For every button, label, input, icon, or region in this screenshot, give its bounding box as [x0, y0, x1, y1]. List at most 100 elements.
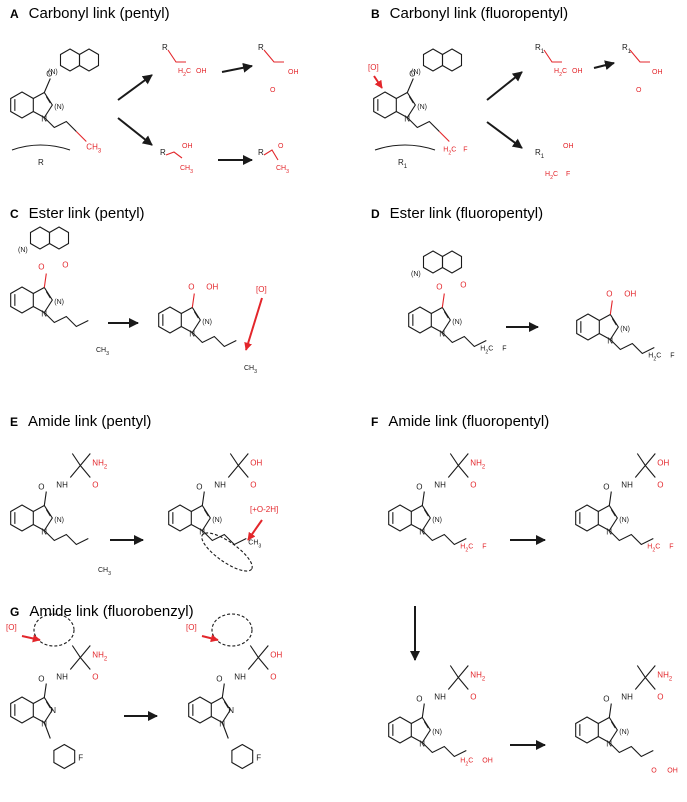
f-alcohol-amide-amide-o: O: [470, 693, 476, 702]
f-alcohol-amide-co-bond: [421, 703, 425, 718]
c-indole-n1-label: N: [41, 310, 47, 319]
d-naphthyl-n-label: (N): [411, 271, 421, 278]
g-amide-isopropyl-2: [79, 645, 91, 658]
b-lower-oh: OH: [563, 143, 574, 150]
a-carbonyl-bond: [43, 78, 51, 93]
a-r-label: R: [38, 158, 44, 167]
f-product-amide-isopropyl-2: [644, 453, 656, 466]
a-h2c-label: H2C: [178, 68, 191, 78]
e-product-amide-co-bond: [201, 491, 205, 506]
g-amide-co-bond: [43, 683, 47, 698]
f-amide-isopropyl: [447, 453, 459, 478]
b-naphthyl-ring-2: [441, 48, 463, 72]
b-carbonyl-o: O: [409, 70, 415, 79]
g-amide-nh: NH: [56, 673, 68, 682]
f-alcohol-indole-n1-label: N: [419, 740, 425, 749]
b-h2c-2: H2C: [554, 68, 567, 78]
g-product-indazole-n2-label: N: [228, 706, 234, 715]
d-acid-oh: OH: [624, 290, 636, 299]
c-naphthyl-n-label: (N): [18, 247, 28, 254]
a-r1-top: R: [162, 43, 168, 52]
d-ester-o: O: [436, 283, 442, 292]
d-naphthyl-ring-2: [441, 250, 463, 274]
c-indole-c2c3-bond: [45, 291, 51, 299]
g-product-amide-o: O: [216, 675, 222, 684]
a-arrow-down: [117, 117, 153, 146]
f-acid-indole-n-label: (N): [619, 729, 629, 736]
g-benzyl-ch2: [43, 722, 51, 739]
g-product-f: F: [256, 754, 261, 763]
a-indole-n-label: (N): [54, 104, 64, 111]
d-f: F: [502, 346, 506, 353]
f-product-indole-c2c3-bond: [610, 509, 616, 517]
c-product-ch3: CH3: [244, 365, 257, 375]
b-acid-o: O: [636, 87, 642, 94]
b-arrow-down: [486, 121, 523, 149]
a-indole-benzene-ring: [10, 91, 34, 119]
e-ch3: CH3: [98, 567, 111, 577]
e-amide-nh: NH: [56, 481, 68, 490]
g-isopropyl-zone: [33, 613, 75, 647]
g-indazole-pyrrole-ring: [33, 696, 53, 724]
f-alcohol-amide-o: O: [416, 695, 422, 704]
f-amide-alpha: [457, 465, 469, 478]
g-ox-label: [O]: [6, 623, 17, 632]
f-product-indole-benzene-ring: [575, 504, 599, 532]
b-r1-brace: [374, 144, 436, 151]
b-arrow-1: [593, 60, 615, 71]
f-alcohol-indole-c2c3-bond: [423, 721, 429, 729]
f-product-indole-n-label: (N): [619, 517, 629, 524]
e-product-amide-acid-o: O: [250, 481, 256, 490]
b-h2c-label: H2C: [443, 147, 456, 157]
g-amide-isopropyl: [69, 645, 81, 670]
b-indole-pyrrole-ring: [396, 91, 416, 119]
b-indole-n-label: (N): [417, 104, 427, 111]
g-product-benzyl-ch2: [221, 722, 229, 739]
e-product-amide-isopropyl-2: [237, 453, 249, 466]
c-acid-oh: OH: [206, 283, 218, 292]
a-naphthyl-ring-1: [59, 48, 81, 72]
f-acid-amide-isopropyl: [634, 665, 646, 690]
c-indole-pyrrole-ring: [33, 286, 53, 314]
e-product-amide-nh: NH: [214, 481, 226, 490]
b-r1-top: R1: [535, 43, 545, 55]
g-product-amide-co-bond: [221, 683, 225, 698]
f-indole-pyrrole-ring: [411, 504, 431, 532]
e-indole-c2c3-bond: [45, 509, 51, 517]
b-r1-acid: R1: [622, 43, 632, 55]
a-arrow-up: [117, 74, 153, 101]
f-acid-indole-c2c3-bond: [610, 721, 616, 729]
c-ester-o: O: [38, 263, 44, 272]
a-r4: R: [258, 148, 264, 157]
f-acid-oh: OH: [667, 768, 678, 775]
e-product-indole-pyrrole-ring: [191, 504, 211, 532]
f-acid-amide-o: O: [603, 695, 609, 704]
a-terminal-methyl: [75, 131, 87, 142]
b-indole-n1-label: N: [404, 115, 410, 124]
g-product-indazole-pyrrole-ring: [211, 696, 231, 724]
f-acid-indole-benzene-ring: [575, 716, 599, 744]
d-pentyl: [441, 332, 487, 348]
b-ox-arrow: [373, 75, 383, 89]
e-indole-n-label: (N): [54, 517, 64, 524]
c-ch3: CH3: [96, 347, 109, 357]
f-alcohol-amide-nh2: NH2: [470, 671, 486, 683]
b-naphthyl-n-label: (N): [411, 69, 421, 76]
b-lower-f: F: [566, 171, 570, 178]
d-acid-bond: [609, 300, 613, 315]
g-product-amide-acid-oh: OH: [270, 651, 282, 660]
d-indole-benzene-ring: [408, 306, 432, 334]
a-r-brace: [11, 144, 71, 151]
g-fluorophenyl: [53, 743, 76, 770]
d-product-indole-c2c3-bond: [611, 318, 617, 326]
a-sec-chain: [165, 151, 183, 159]
f-product-indole-pyrrole-ring: [598, 504, 618, 532]
d-product-indole-n1-label: N: [607, 337, 613, 346]
d-product-h2c: H2C: [648, 353, 661, 363]
e-amide-alpha: [79, 465, 91, 478]
